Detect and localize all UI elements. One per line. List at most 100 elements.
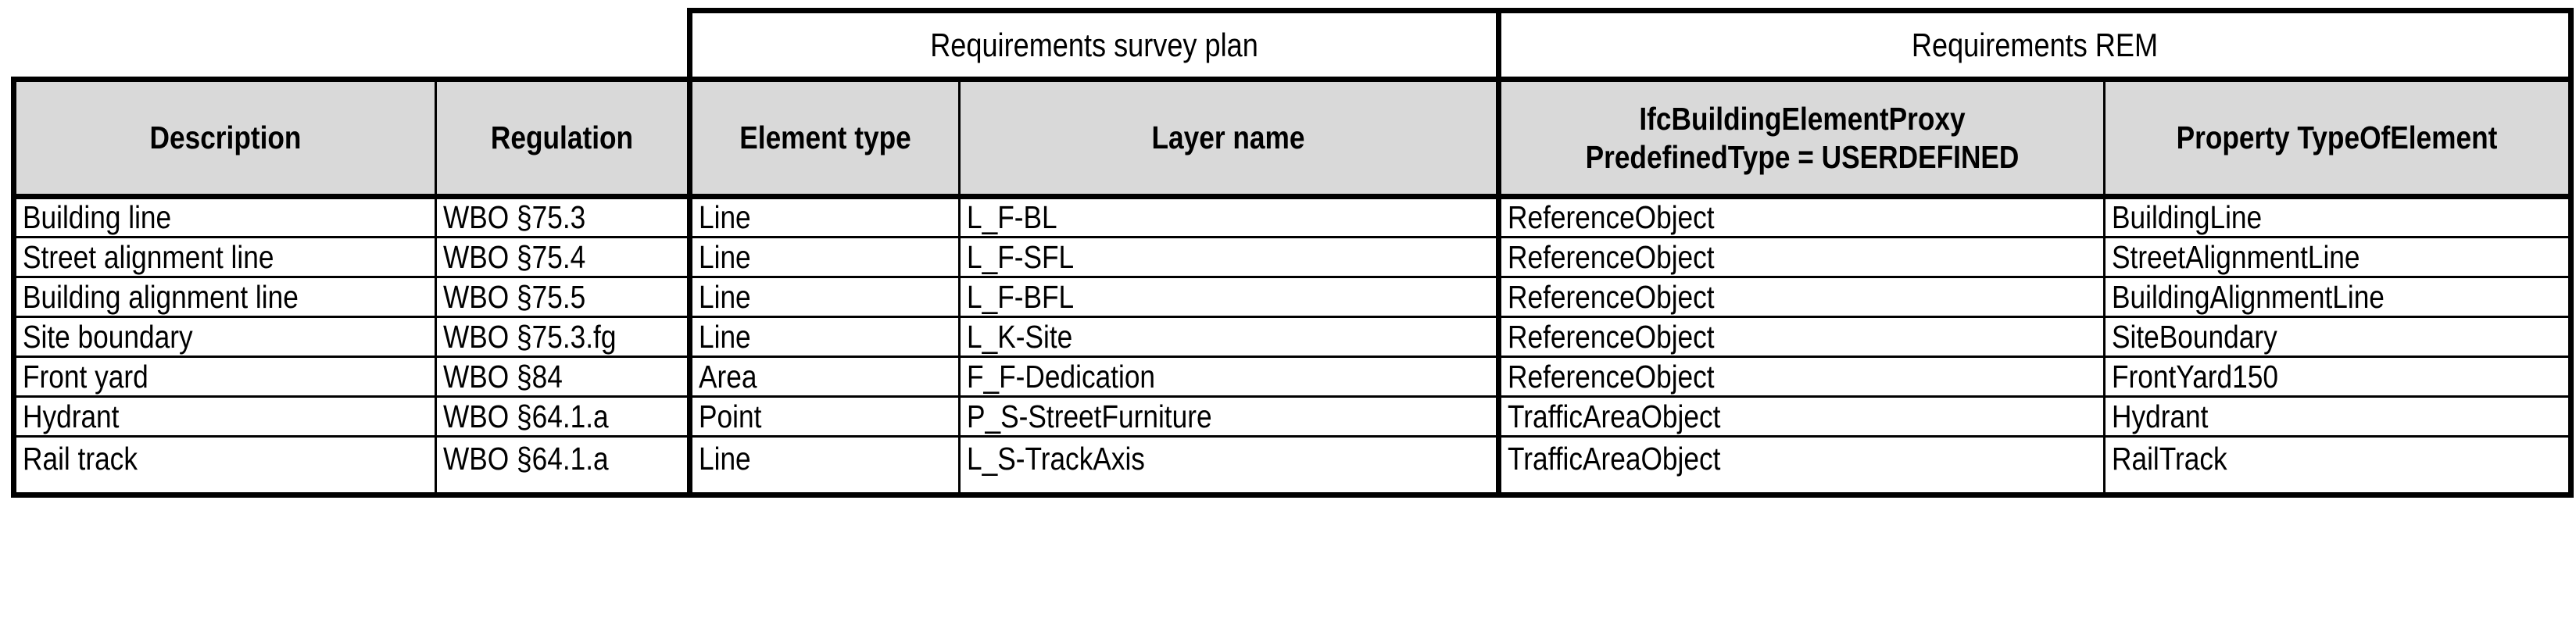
cell-ifc-class-text: TrafficAreaObject xyxy=(1508,441,1721,477)
cell-element-type: Line xyxy=(687,276,961,318)
column-header-ifc-class-line1: IfcBuildingElementProxy xyxy=(1639,101,1966,138)
table-row: Building alignment line WBO §75.5 Line L… xyxy=(11,276,2574,318)
cell-layer-name: L_S-TrackAxis xyxy=(958,435,1500,498)
cell-regulation: WBO §64.1.a xyxy=(435,435,691,498)
cell-description: Front yard xyxy=(11,356,437,398)
cell-element-type-text: Line xyxy=(699,318,751,355)
cell-element-type-text: Area xyxy=(699,358,757,395)
cell-regulation: WBO §84 xyxy=(435,356,691,398)
cell-layer-name-text: P_S-StreetFurniture xyxy=(967,398,1212,434)
cell-layer-name-text: L_K-Site xyxy=(967,318,1073,355)
cell-property-type: SiteBoundary xyxy=(2103,316,2574,358)
cell-layer-name: P_S-StreetFurniture xyxy=(958,395,1500,438)
column-header-regulation-label: Regulation xyxy=(490,120,634,156)
cell-ifc-class: ReferenceObject xyxy=(1496,356,2106,398)
cell-ifc-class-text: ReferenceObject xyxy=(1508,238,1715,275)
cell-property-type: Hydrant xyxy=(2103,395,2574,438)
cell-property-type: BuildingAlignmentLine xyxy=(2103,276,2574,318)
column-header-ifc-class-line2: PredefinedType = USERDEFINED xyxy=(1585,138,2020,175)
cell-property-type-text: SiteBoundary xyxy=(2112,318,2277,355)
cell-element-type: Line xyxy=(687,316,961,358)
cell-layer-name: L_F-BL xyxy=(958,195,1500,238)
cell-layer-name: L_F-SFL xyxy=(958,236,1500,278)
cell-regulation-text: WBO §75.5 xyxy=(443,278,586,315)
column-header-ifc-class: IfcBuildingElementProxy PredefinedType =… xyxy=(1496,77,2106,199)
cell-ifc-class: ReferenceObject xyxy=(1496,236,2106,278)
cell-ifc-class: ReferenceObject xyxy=(1496,195,2106,238)
cell-layer-name-text: F_F-Dedication xyxy=(967,358,1156,395)
cell-layer-name-text: L_S-TrackAxis xyxy=(967,441,1145,477)
column-header-description-label: Description xyxy=(149,120,302,156)
cell-element-type: Area xyxy=(687,356,961,398)
cell-regulation: WBO §75.3.fg xyxy=(435,316,691,358)
requirements-mapping-table: Requirements survey plan Requirements RE… xyxy=(11,8,2574,498)
cell-description-text: Site boundary xyxy=(23,318,193,355)
cell-layer-name-text: L_F-BFL xyxy=(967,278,1075,315)
column-header-description: Description xyxy=(11,77,437,199)
group-header-requirements-rem: Requirements REM xyxy=(1496,8,2574,81)
cell-layer-name-text: L_F-BL xyxy=(967,199,1057,235)
cell-element-type: Line xyxy=(687,435,961,498)
cell-property-type: StreetAlignmentLine xyxy=(2103,236,2574,278)
cell-regulation: WBO §64.1.a xyxy=(435,395,691,438)
cell-layer-name: F_F-Dedication xyxy=(958,356,1500,398)
table-row: Street alignment line WBO §75.4 Line L_F… xyxy=(11,236,2574,278)
cell-description-text: Rail track xyxy=(23,441,138,477)
column-header-element-type-label: Element type xyxy=(739,120,911,156)
cell-layer-name: L_K-Site xyxy=(958,316,1500,358)
cell-description: Hydrant xyxy=(11,395,437,438)
group-header-requirements-survey-plan: Requirements survey plan xyxy=(687,8,1501,81)
cell-regulation-text: WBO §75.4 xyxy=(443,238,586,275)
cell-description-text: Street alignment line xyxy=(23,238,274,275)
cell-description: Street alignment line xyxy=(11,236,437,278)
cell-description-text: Front yard xyxy=(23,358,148,395)
cell-element-type-text: Line xyxy=(699,238,751,275)
table-row: Rail track WBO §64.1.a Line L_S-TrackAxi… xyxy=(11,435,2574,498)
cell-description: Site boundary xyxy=(11,316,437,358)
cell-property-type-text: Hydrant xyxy=(2112,398,2209,434)
cell-ifc-class-text: ReferenceObject xyxy=(1508,318,1715,355)
column-header-property-type: Property TypeOfElement xyxy=(2103,77,2574,199)
cell-regulation: WBO §75.5 xyxy=(435,276,691,318)
table-row: Building line WBO §75.3 Line L_F-BL Refe… xyxy=(11,195,2574,238)
cell-ifc-class-text: ReferenceObject xyxy=(1508,278,1715,315)
group-header-rem-label: Requirements REM xyxy=(1911,26,2159,63)
column-header-layer-name: Layer name xyxy=(958,77,1500,199)
cell-description-text: Building line xyxy=(23,199,172,235)
cell-ifc-class-text: ReferenceObject xyxy=(1508,358,1715,395)
cell-layer-name-text: L_F-SFL xyxy=(967,238,1075,275)
cell-ifc-class-text: ReferenceObject xyxy=(1508,199,1715,235)
group-header-survey-plan-label: Requirements survey plan xyxy=(930,26,1258,63)
cell-element-type: Line xyxy=(687,236,961,278)
cell-element-type: Point xyxy=(687,395,961,438)
cell-element-type: Line xyxy=(687,195,961,238)
column-header-element-type: Element type xyxy=(687,77,961,199)
cell-property-type-text: StreetAlignmentLine xyxy=(2112,238,2360,275)
cell-description: Building alignment line xyxy=(11,276,437,318)
cell-regulation-text: WBO §64.1.a xyxy=(443,398,609,434)
table-row: Site boundary WBO §75.3.fg Line L_K-Site… xyxy=(11,316,2574,358)
column-header-layer-name-label: Layer name xyxy=(1151,120,1305,156)
cell-ifc-class: TrafficAreaObject xyxy=(1496,395,2106,438)
cell-regulation-text: WBO §75.3 xyxy=(443,199,586,235)
cell-element-type-text: Point xyxy=(699,398,762,434)
cell-ifc-class: ReferenceObject xyxy=(1496,276,2106,318)
cell-regulation-text: WBO §84 xyxy=(443,358,563,395)
column-header-row: Description Regulation Element type Laye… xyxy=(11,77,2574,199)
cell-property-type-text: BuildingAlignmentLine xyxy=(2112,278,2385,315)
cell-property-type: RailTrack xyxy=(2103,435,2574,498)
cell-layer-name: L_F-BFL xyxy=(958,276,1500,318)
table-row: Front yard WBO §84 Area F_F-Dedication R… xyxy=(11,356,2574,398)
column-header-regulation: Regulation xyxy=(435,77,691,199)
cell-element-type-text: Line xyxy=(699,199,751,235)
cell-ifc-class: ReferenceObject xyxy=(1496,316,2106,358)
group-header-empty xyxy=(13,10,690,80)
column-header-property-type-label: Property TypeOfElement xyxy=(2176,120,2498,156)
cell-regulation-text: WBO §64.1.a xyxy=(443,441,609,477)
cell-ifc-class-text: TrafficAreaObject xyxy=(1508,398,1721,434)
cell-property-type: BuildingLine xyxy=(2103,195,2574,238)
cell-element-type-text: Line xyxy=(699,441,751,477)
cell-description-text: Hydrant xyxy=(23,398,120,434)
cell-description: Rail track xyxy=(11,435,437,498)
